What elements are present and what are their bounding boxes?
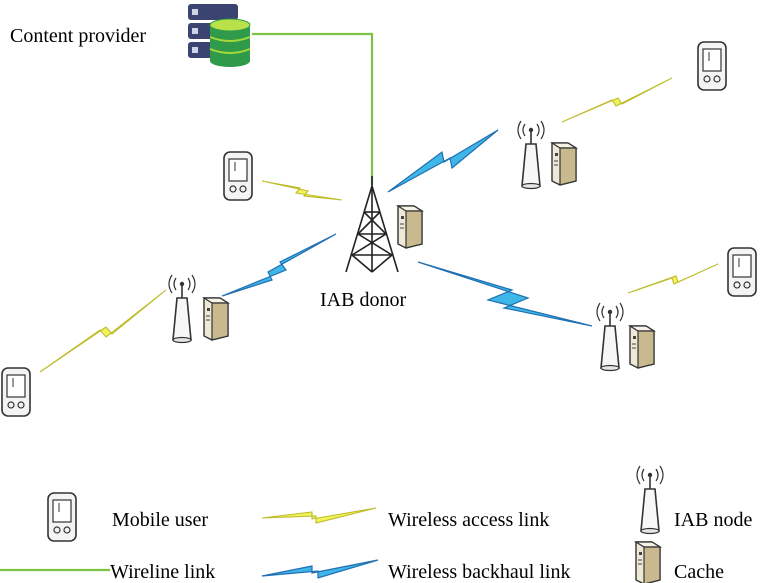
content-provider-icon: [188, 4, 251, 67]
iab-donor-label: IAB donor: [320, 289, 406, 311]
cache-node-right-icon: [629, 325, 655, 369]
content-provider-label: Content provider: [10, 25, 146, 47]
iab-node-right-icon: [596, 302, 624, 372]
legend-wireless-access-link-label: Wireless access link: [388, 509, 549, 531]
legend-cache-icon: [635, 541, 661, 583]
legend: Mobile user Wireless access link IAB nod…: [0, 465, 752, 583]
mobile-user-left-mid-icon: [223, 151, 253, 201]
backhaul-link-donor-to-node-left: [221, 233, 337, 297]
iab-node-top-icon: [517, 120, 545, 190]
mobile-user-right-icon: [727, 247, 757, 297]
cache-node-left-icon: [203, 297, 229, 341]
iab-node-left-icon: [168, 274, 196, 344]
access-link-phone-left-mid: [261, 180, 343, 201]
access-link-node-left-to-phone: [39, 289, 167, 373]
legend-mobile-user-icon: [47, 492, 77, 542]
access-link-node-right-to-phone: [627, 263, 719, 294]
legend-iab-node-label: IAB node: [674, 509, 752, 531]
legend-iab-node-icon: [636, 465, 664, 535]
backhaul-link-donor-to-node-top: [387, 129, 499, 193]
iab-donor-tower-icon: [345, 176, 399, 273]
legend-cache-label: Cache: [674, 561, 724, 583]
mobile-user-top-right-icon: [697, 41, 727, 91]
mobile-user-bottom-left-icon: [1, 367, 31, 417]
donor-cache-icon: [397, 205, 423, 249]
access-link-node-top-to-phone: [561, 77, 673, 123]
legend-wireless-backhaul-link-label: Wireless backhaul link: [388, 561, 570, 583]
legend-access-link-icon: [261, 507, 377, 524]
legend-wireline-link-label: Wireline link: [110, 561, 215, 583]
cache-node-top-icon: [551, 142, 577, 186]
wireline-link: [252, 32, 374, 185]
legend-mobile-user-label: Mobile user: [112, 509, 208, 531]
backhaul-link-donor-to-node-right: [417, 261, 593, 327]
legend-backhaul-link-icon: [261, 559, 379, 579]
